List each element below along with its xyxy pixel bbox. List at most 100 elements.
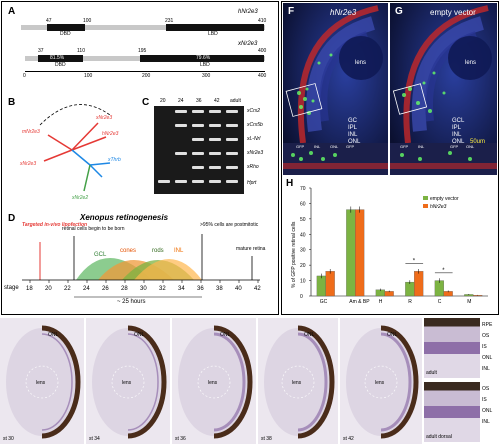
gel-band — [158, 180, 170, 183]
aa-num: 100 — [83, 18, 92, 24]
chart-ylabel: % of GFP positive retinal cells — [291, 221, 297, 288]
gel-row-label: xRho — [247, 164, 259, 170]
domain-label: DBD — [55, 62, 66, 68]
lens-label: lens — [208, 380, 218, 386]
xnr2e3-lbd-block — [140, 55, 264, 62]
significance-star: * — [413, 259, 416, 265]
protein-diagram: hNr2e3 47 100 231 410 DBD LBD xNr2e3 37 … — [0, 0, 280, 90]
significance-star: * — [442, 268, 445, 274]
gel-band — [175, 180, 187, 183]
gel-band — [226, 110, 238, 113]
panel-f-title: hNr2e3 — [330, 8, 357, 17]
gel-band — [175, 124, 187, 127]
onl-label: ONL — [220, 332, 231, 338]
stage-label: st 36 — [175, 436, 186, 442]
stage-tick-label: 32 — [159, 286, 166, 292]
gel-header: adult — [230, 98, 241, 104]
onl-label: ONL — [387, 332, 398, 338]
gene-label-hnr2e3: hNr2e3 — [238, 9, 258, 15]
postmitotic-label: >95% cells are postmitotic — [200, 222, 259, 228]
layer-label: INL — [482, 419, 490, 425]
y-tick-label: 50 — [300, 217, 306, 223]
panel-label-h: H — [286, 178, 294, 189]
aa-num: 110 — [77, 48, 85, 54]
gel-header: 36 — [196, 98, 202, 104]
panel-g-title: empty vector — [430, 8, 476, 17]
panel-label-f: F — [288, 6, 295, 17]
layer-label: GCL — [452, 118, 465, 124]
gel-band — [209, 138, 221, 141]
tree-label: xNr2e3 — [19, 161, 36, 167]
retinal-begin-label: retinal cells begin to be born — [62, 226, 125, 232]
stage-tick-label: 40 — [235, 286, 242, 292]
y-tick-label: 60 — [300, 201, 306, 207]
gel-header: 24 — [178, 98, 184, 104]
tree-label: mNr2e3 — [22, 129, 40, 135]
phylogenetic-tree: xNr2e3 hNr2e3 mNr2e3 xNr2e3 xThrb xNr2e2 — [19, 104, 121, 201]
panel-label-a: A — [8, 6, 16, 17]
celltype-label: GCL — [94, 252, 107, 258]
layer-label: IS — [482, 344, 487, 350]
targeted-label: Targeted in-vivo lipofection — [22, 222, 87, 228]
layer-label: ONL — [482, 355, 493, 361]
identity-pct: 79.6% — [196, 55, 211, 61]
stage-label: st 42 — [343, 436, 354, 442]
x-tick-label: C — [438, 299, 442, 305]
inset-label: INL — [314, 144, 321, 149]
x-tick-label: H — [379, 299, 383, 305]
y-tick-label: 30 — [300, 248, 306, 254]
y-tick-label: 70 — [300, 186, 306, 192]
gel-row-label: xL-Nrl — [247, 136, 261, 142]
lens-label: lens — [375, 380, 385, 386]
hours-label: ~ 25 hours — [117, 299, 146, 305]
gel-band — [192, 124, 204, 127]
x-tick-label: GC — [320, 299, 328, 305]
layer-label: ONL — [348, 139, 361, 145]
lens-label: lens — [465, 60, 477, 66]
inset-label: GFP — [346, 144, 355, 149]
gel-band — [226, 124, 238, 127]
gel-band — [192, 138, 204, 141]
gel-row-label: xCrx2 — [247, 108, 261, 114]
in-situ-image: lens ONL st 42 — [340, 318, 422, 444]
x-tick-label: M — [467, 299, 471, 305]
aa-num: 400 — [258, 48, 267, 54]
retinogenesis-timeline: Targeted in-vivo lipofection retinal cel… — [4, 222, 266, 305]
mature-label: mature retina — [236, 246, 266, 252]
gel-header: 42 — [214, 98, 220, 104]
aa-num: 37 — [38, 48, 44, 54]
domain-label: DBD — [60, 31, 71, 37]
microscopy-g — [390, 3, 497, 175]
panel-label-c: C — [142, 97, 150, 108]
lens-label: lens — [355, 60, 367, 66]
inset-label: GFP — [296, 144, 305, 149]
legend-item: empty vector — [430, 196, 459, 202]
stage-label: st 30 — [3, 436, 14, 442]
gel-bands — [158, 110, 238, 183]
inset-label: ONL — [466, 144, 475, 149]
aa-num: 195 — [138, 48, 147, 54]
panel-frame-right — [281, 1, 499, 315]
microscopy-f — [283, 3, 388, 175]
scale-tick: 200 — [142, 73, 151, 79]
panel-frame-left — [1, 1, 279, 315]
identity-pct: 81.5% — [50, 55, 65, 61]
hnr2e3-dbd-block — [47, 24, 85, 31]
stage-label: st 34 — [89, 436, 100, 442]
layer-label: INL — [452, 132, 462, 138]
layer-label: IPL — [348, 125, 358, 131]
rt-pcr-gel: 20 24 36 42 adult xCrx2 xCrx5b xL-Nrl xN… — [152, 98, 277, 198]
celltype-label: cones — [120, 248, 136, 254]
hnr2e3-lbd-block — [166, 24, 264, 31]
gel-band — [175, 152, 187, 155]
celltype-label: rods — [152, 248, 164, 254]
retina-strip — [424, 318, 480, 378]
scale-tick: 300 — [202, 73, 211, 79]
scale-tick: 400 — [258, 73, 267, 79]
scale-axis — [25, 71, 265, 72]
tree-label: xThrb — [107, 157, 121, 163]
stage-axis-label: stage — [4, 285, 19, 291]
gel-header: 20 — [160, 98, 166, 104]
stage-tick-label: 26 — [102, 286, 109, 292]
